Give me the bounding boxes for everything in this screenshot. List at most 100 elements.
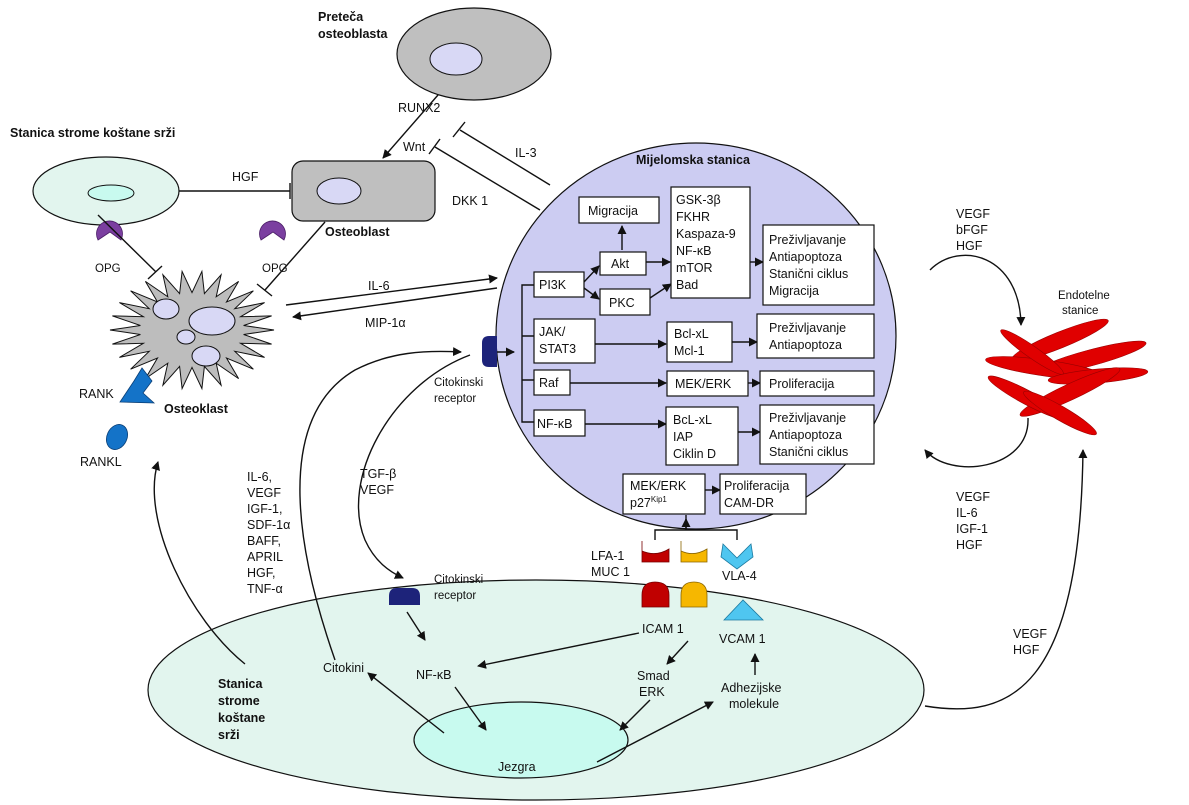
label-adhesion-1: Adhezijske [721, 681, 781, 695]
gsk-item: FKHR [676, 210, 710, 224]
label-bcl-1: Bcl-xL [674, 327, 709, 341]
cytokine-list: IL-6, VEGF IGF-1, SDF-1α BAFF, APRIL HGF… [247, 470, 290, 596]
osteoblast-cell [291, 160, 436, 222]
cytokine-item: SDF-1α [247, 518, 290, 532]
vegf-mid-item: IGF-1 [956, 522, 988, 536]
cytokine-item: IGF-1, [247, 502, 282, 516]
outcome-1-list: Preživljavanje Antiapoptoza Stanični cik… [769, 233, 848, 298]
inhibit-stromal-osteoclast [97, 214, 157, 273]
label-precursor-2: osteoblasta [318, 27, 389, 41]
outcome-1-item: Antiapoptoza [769, 250, 842, 264]
label-vla4: VLA-4 [722, 569, 757, 583]
vegf-top-item: bFGF [956, 223, 988, 237]
gsk-item: GSK-3β [676, 193, 721, 207]
cytokine-item: HGF, [247, 566, 275, 580]
label-outcome-2-2: Antiapoptoza [769, 338, 842, 352]
label-wnt: Wnt [403, 140, 426, 154]
arrow-stromal-to-endothelial [924, 449, 1088, 710]
gsk-item: NF-κB [676, 244, 711, 258]
label-mek-erk: MEK/ERK [675, 377, 732, 391]
pathway-branch-line [521, 284, 534, 423]
box-gsk [670, 186, 751, 299]
vegf-bottom-item: HGF [1013, 643, 1040, 657]
label-stromal-bottom-4: srži [218, 728, 240, 742]
endothelial-cells-glyph [985, 318, 1149, 436]
cytokine-item: TNF-α [247, 582, 283, 596]
arrow-icam-to-smad [666, 640, 689, 665]
label-vegf-mid: VEGF [360, 483, 394, 497]
osteoblast-precursor-nucleus [429, 42, 483, 76]
label-tgfb: TGF-β [360, 467, 396, 481]
cytokine-item: IL-6, [247, 470, 272, 484]
label-lfa1: LFA-1 [591, 549, 624, 563]
opg-right-glyph [259, 220, 286, 241]
label-runx2: RUNX2 [398, 101, 440, 115]
label-cyto-receptor-bottom-1: Citokinski [434, 574, 483, 586]
cytokine-receptor-bottom-glyph [389, 588, 420, 605]
label-myeloma-title: Mijelomska stanica [636, 153, 751, 167]
label-outcome-4-2: Antiapoptoza [769, 428, 842, 442]
label-smad: Smad [637, 669, 670, 683]
stromal-cell-bottom [147, 579, 925, 801]
inhibit-osteoblast-osteoclast-bar [256, 283, 273, 297]
label-pkc: PKC [609, 296, 635, 310]
osteoblast-nucleus [316, 177, 362, 205]
osteoclast-nucleus-3 [176, 329, 196, 345]
inhibit-stromal-osteoclast-bar [147, 265, 163, 280]
outcome-1-item: Stanični ciklus [769, 267, 848, 281]
label-outcome-2-1: Preživljavanje [769, 321, 846, 335]
label-stromal-bottom-1: Stanica [218, 677, 264, 691]
vcam1-ligand-glyph [723, 599, 764, 621]
label-p27: p27Kip1 [630, 495, 667, 510]
gsk-item: Bad [676, 278, 698, 292]
arrow-nucleus-to-citokini [367, 672, 445, 734]
label-opg-left: OPG [95, 263, 121, 275]
inhibit-dkk1-wnt [434, 146, 541, 211]
label-raf: Raf [539, 376, 559, 390]
box-outcome-3 [759, 370, 875, 397]
box-outcome-1 [762, 224, 875, 306]
label-outcome-3: Proliferacija [769, 377, 834, 391]
box-jak [533, 318, 596, 364]
box-nfkb [533, 409, 586, 437]
arrow-pi3k-akt [583, 265, 600, 283]
box-mek-erk [666, 370, 749, 397]
label-icam1: ICAM 1 [642, 622, 684, 636]
box-pkc [599, 288, 651, 316]
arrow-icam-to-nfkb [477, 632, 640, 669]
box-pi3k [533, 271, 585, 298]
vegf-top-item: VEGF [956, 207, 990, 221]
arrow-tgfb-to-receptor [357, 354, 471, 579]
arrow-myeloma-to-endothelial [929, 254, 1026, 326]
cytokine-item: APRIL [247, 550, 283, 564]
label-rankl: RANKL [80, 455, 122, 469]
label-osteoclast: Osteoklast [164, 402, 229, 416]
rankl-ligand-glyph [106, 424, 128, 450]
arrow-stromal-to-osteoclast [151, 461, 246, 665]
box-bcl-mcl [666, 321, 733, 363]
inhibit-dkk1-wnt-bar [428, 138, 441, 155]
gsk-item: mTOR [676, 261, 713, 275]
muc1-ligand-glyph [680, 581, 708, 608]
label-akt: Akt [611, 257, 630, 271]
arrow-pi3k-pkc [583, 287, 600, 300]
vla4-receptor-glyph [720, 543, 754, 570]
label-osteoblast: Osteoblast [325, 225, 390, 239]
box-mek-erk-bottom [622, 473, 706, 515]
label-outcome-4-1: Preživljavanje [769, 411, 846, 425]
label-endothelial-1: Endotelne [1058, 290, 1110, 302]
box-outcome-5 [719, 473, 807, 515]
arrow-precursor-to-osteoblast [382, 94, 439, 159]
arrow-endothelial-to-myeloma [924, 417, 1029, 468]
rank-receptor-glyph [119, 367, 156, 404]
label-bcl-2: Mcl-1 [674, 344, 705, 358]
box-outcome-4 [759, 404, 875, 465]
label-endothelial-2: stanice [1062, 305, 1098, 317]
label-cyto-receptor-bottom-2: receptor [434, 590, 476, 602]
outcome-1-item: Preživljavanje [769, 233, 846, 247]
label-outcome-5-2: CAM-DR [724, 496, 774, 510]
vegf-mid-item: VEGF [956, 490, 990, 504]
label-jak-2: STAT3 [539, 342, 576, 356]
